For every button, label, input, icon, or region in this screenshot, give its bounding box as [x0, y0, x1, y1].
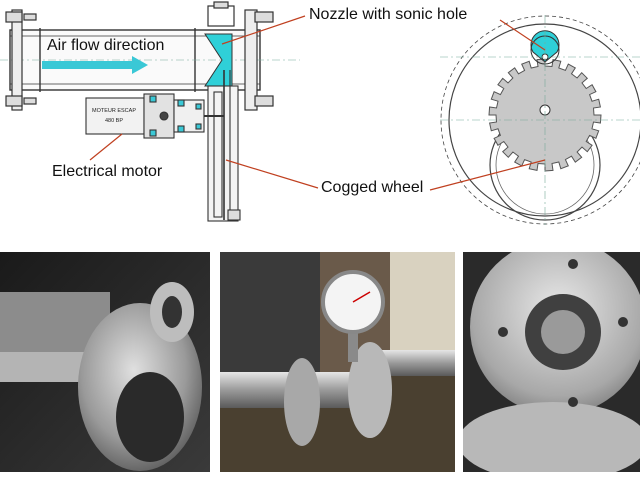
leader-lines — [89, 15, 546, 191]
photo-cogged-wheel — [463, 252, 640, 472]
technical-drawing: MOTEUR ESCAP 480 BP Nozzle with sonic h — [0, 1, 640, 225]
motor-plate-line2: 480 BP — [105, 118, 123, 124]
photo-test-rig — [220, 252, 455, 472]
nozzle-label: Nozzle with sonic hole — [309, 6, 468, 23]
photo-wheel-housing — [0, 252, 210, 472]
left-flange — [5, 9, 37, 111]
airflow-label: Air flow direction — [47, 37, 165, 54]
wheel-side-view — [207, 70, 241, 222]
nozzle-front — [530, 30, 560, 63]
photo-test-rig-image — [220, 252, 455, 472]
photo-cogged-wheel-image — [463, 252, 640, 472]
motor-plate-line1: MOTEUR ESCAP — [92, 108, 136, 114]
flow-arrow — [42, 56, 148, 74]
photo-strip — [0, 252, 640, 474]
wheel-front-view — [440, 15, 640, 225]
drawing-canvas: MOTEUR ESCAP 480 BP — [0, 1, 640, 225]
photo-wheel-housing-image — [0, 252, 210, 472]
wheel-label: Cogged wheel — [321, 179, 424, 196]
motor-label: Electrical motor — [52, 163, 163, 180]
right-flange — [207, 1, 274, 111]
motor-body — [85, 93, 224, 139]
